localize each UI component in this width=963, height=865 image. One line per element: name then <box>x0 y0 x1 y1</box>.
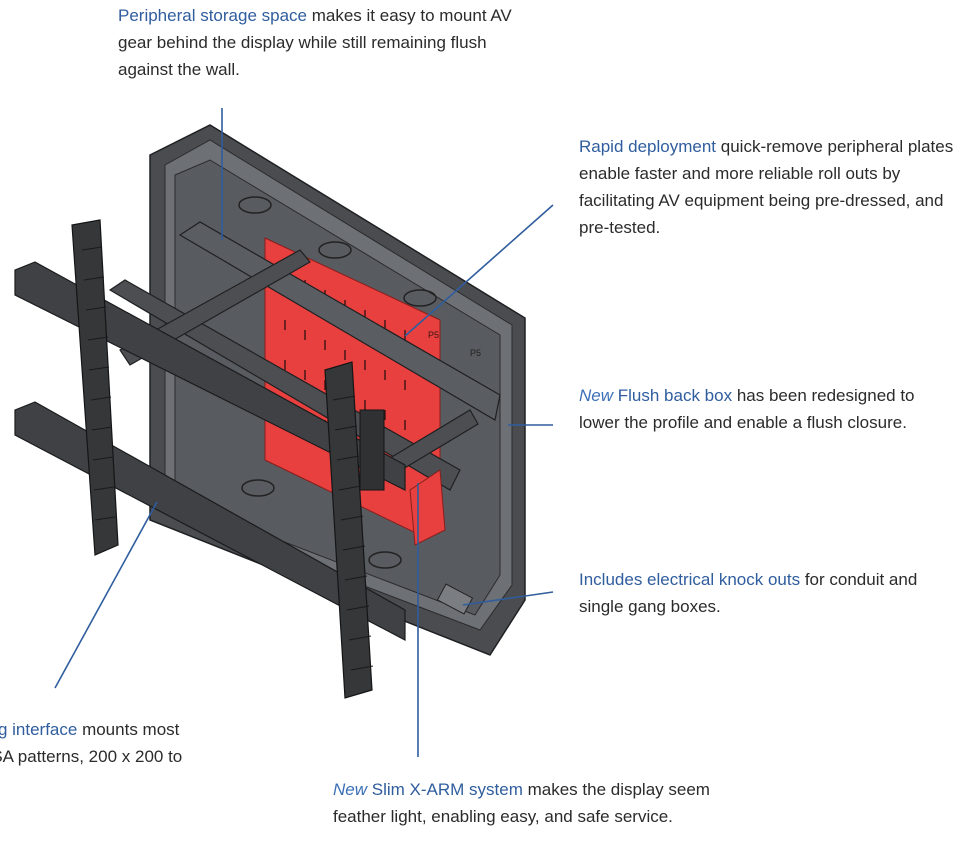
callout-new-tag: New <box>333 780 368 799</box>
callout-new-tag: New <box>579 386 614 405</box>
callout-highlight: ting interface <box>0 720 78 739</box>
callout-text: mounts most <box>77 720 180 739</box>
plate-label: P5 <box>470 348 481 358</box>
callout-x-arm: New Slim X-ARM system makes the display … <box>333 776 753 830</box>
callout-highlight: Peripheral storage space <box>118 6 308 25</box>
knockout-icon <box>238 196 272 214</box>
callout-mounting-interface: ting interface mounts most ESA patterns,… <box>0 716 280 770</box>
callout-flush-back-box: New Flush back box has been redesigned t… <box>579 382 939 436</box>
callout-knock-outs: Includes electrical knock outs for condu… <box>579 566 939 620</box>
vertical-uprights <box>71 219 446 699</box>
callout-highlight: Rapid deployment <box>579 137 717 156</box>
callout-highlight: Flush back box <box>617 386 733 405</box>
knockout-icon <box>403 289 437 307</box>
callout-text: makes it easy to mount AV gear behind th… <box>118 6 512 79</box>
callout-text: for conduit and single gang boxes. <box>579 570 918 616</box>
callout-text: makes the display seem feather light, en… <box>333 780 710 826</box>
knockout-icon <box>368 551 402 569</box>
callout-text: has been redesigned to lower the profile… <box>579 386 915 432</box>
callout-highlight: Includes electrical knock outs <box>579 570 801 589</box>
callout-rapid-deployment: Rapid deployment quick-remove peripheral… <box>579 133 959 241</box>
plate-label: P5 <box>428 330 439 340</box>
callout-highlight: Slim X-ARM system <box>371 780 523 799</box>
knockout-icon <box>241 479 275 497</box>
knockout-icon <box>318 241 352 259</box>
leader-lines <box>54 108 554 757</box>
callout-peripheral-storage: Peripheral storage space makes it easy t… <box>118 2 528 83</box>
callout-line: ting interface mounts most <box>0 716 280 743</box>
callout-line-2: ESA patterns, 200 x 200 to <box>0 747 183 766</box>
callout-text: quick-remove peripheral plates enable fa… <box>579 137 954 237</box>
